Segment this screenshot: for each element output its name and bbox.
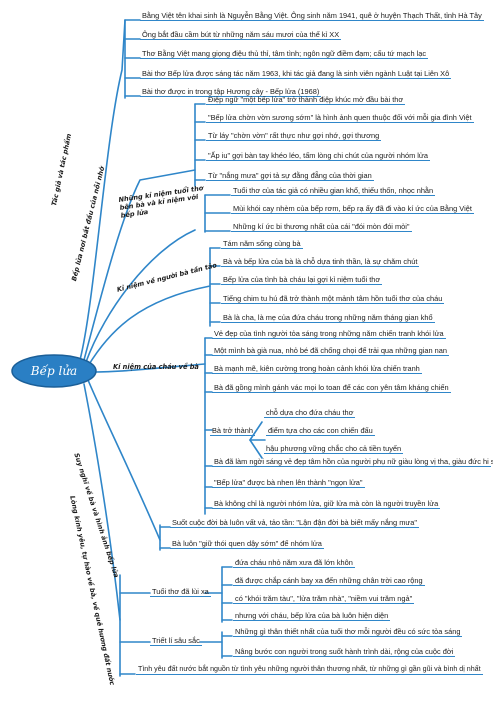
leaf-child-1: Vẻ đẹp của tình người tỏa sáng trong nhữ…	[214, 329, 444, 338]
leaf-child-6: "Bếp lửa" được bà nhen lên thành "ngọn l…	[214, 478, 363, 487]
branch-line-author	[79, 19, 126, 361]
leaf-thoughts-2: Bà luôn "giữ thói quen dậy sớm" để nhóm …	[172, 539, 322, 548]
branch-line-thoughts	[87, 379, 161, 541]
leaf-love-2: đã được chắp cánh bay xa đến những chân …	[235, 576, 423, 585]
leaf-child-4: Bà đã gồng mình gánh vác mọi lo toan để …	[214, 383, 449, 392]
leaf-child-7: Bà không chỉ là người nhóm lửa, giữ lửa …	[214, 499, 439, 508]
sub-label-tro-thanh: Bà trở thành	[212, 426, 254, 435]
branch-line-love	[83, 383, 121, 621]
leaf-nostalgia-3: Từ láy "chờn vờn" rất thực như gợi nhớ, …	[208, 131, 380, 140]
center-hub	[11, 354, 97, 388]
leaf-author-4: Bài thơ Bếp lửa được sáng tác năm 1963, …	[142, 69, 450, 78]
leaf-love-1: đứa cháu nhỏ năm xưa đã lớn khôn	[235, 558, 353, 567]
branch-line-memories	[85, 229, 196, 363]
leaf-love-3: có "khói trăm tàu", "lửa trăm nhà", "niề…	[235, 594, 413, 603]
leaf-author-2: Ông bắt đầu cầm bút từ những năm sáu mươ…	[142, 30, 340, 39]
leaf-child-5: Bà đã làm ngời sáng vẻ đẹp tâm hồn của n…	[214, 457, 493, 466]
leaf-memories-2: Mùi khói cay nhèm của bếp rơm, bếp rạ ấy…	[233, 204, 472, 213]
leaf-nostalgia-1: Điệp ngữ "một bếp lửa" trở thành điệp kh…	[208, 95, 404, 104]
leaf-grandma-1: Tám năm sống cùng bà	[223, 239, 301, 248]
leaf-child-2: Một mình bà già nua, nhỏ bé đã chống chọ…	[214, 346, 447, 355]
leaf-author-5: Bài thơ được in trong tập Hương cây - Bế…	[142, 87, 320, 96]
leaf-grandma-5: Bà là cha, là mẹ của đứa cháu trong nhữn…	[223, 313, 433, 322]
leaf-nostalgia-5: Từ "nắng mưa" gợi tả sự đằng đẵng của th…	[208, 171, 372, 180]
branch-label-child: Kỉ niệm của cháu về bà	[113, 363, 199, 371]
sub-label-triet-li: Triết lí sâu sắc	[152, 636, 200, 645]
sub-label-tuoi-tho: Tuổi thơ đã lùi xa	[152, 587, 209, 596]
leaf-love-4: nhưng với cháu, bếp lửa của bà luôn hiện…	[235, 611, 389, 620]
branch-line-nostalgia	[83, 169, 196, 361]
leaf-memories-1: Tuổi thơ của tác giả có nhiều gian khổ, …	[233, 186, 434, 195]
leaf-love-5: Những gì thân thiết nhất của tuổi thơ mỗ…	[235, 627, 461, 636]
branch-line-child	[91, 363, 206, 373]
leaf-love-6: Nâng bước con người trong suốt hành trìn…	[235, 647, 454, 656]
leaf-child-tro-thanh-2: điểm tựa cho các con chiến đấu	[268, 426, 373, 435]
leaf-author-1: Bằng Việt tên khai sinh là Nguyễn Bằng V…	[142, 11, 482, 20]
leaf-nostalgia-2: "Bếp lửa chờn vờn sương sớm" là hình ảnh…	[208, 113, 472, 122]
leaf-child-tro-thanh-1: chỗ dựa cho đứa cháu thơ	[266, 408, 354, 417]
center-topic: Bếp lửa	[30, 364, 78, 378]
leaf-grandma-3: Bếp lửa của tình bà cháu lại gợi kỉ niệm…	[223, 275, 381, 284]
leaf-memories-3: Những kí ức bi thương nhất của cái "đói …	[233, 222, 410, 231]
leaf-author-3: Thơ Bằng Việt mang giọng điệu thủ thỉ, t…	[142, 49, 427, 58]
leaf-nostalgia-4: "Ấp iu" gợi bàn tay khéo léo, tấm lòng c…	[208, 151, 428, 160]
leaf-grandma-2: Bà và bếp lửa của bà là chỗ dựa tinh thầ…	[223, 257, 418, 266]
leaf-thoughts-1: Suốt cuộc đời bà luôn vất vả, tảo tần: "…	[172, 518, 418, 527]
branch-line-grandma	[87, 285, 211, 367]
leaf-child-3: Bà mạnh mẽ, kiên cường trong hoàn cảnh k…	[214, 364, 420, 373]
leaf-love-7: Tình yêu đất nước bắt nguồn từ tình yêu …	[138, 665, 481, 673]
leaf-grandma-4: Tiếng chim tu hú đã trở thành một mảnh t…	[223, 294, 443, 303]
leaf-child-tro-thanh-3: hậu phương vững chắc cho cả tiền tuyến	[266, 444, 402, 453]
